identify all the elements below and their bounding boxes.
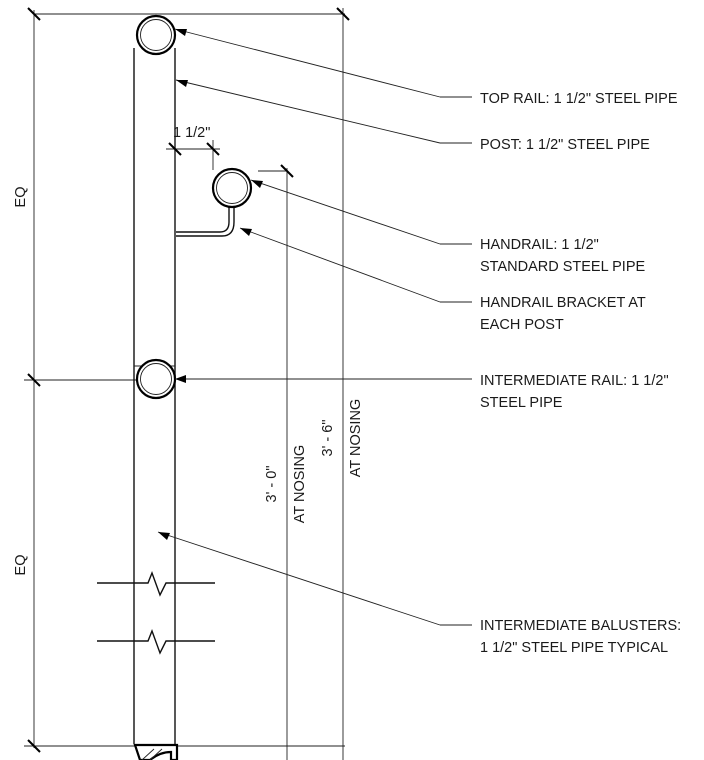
- balusters-leader: [157, 531, 441, 626]
- top-rail-pipe: [135, 14, 177, 56]
- eq-dimension: [24, 7, 345, 753]
- dimension-tick: [27, 739, 41, 753]
- dimension-tick: [336, 7, 350, 21]
- callout-landings: [440, 96, 472, 626]
- dimension-tick: [27, 373, 41, 387]
- leaders: [157, 28, 472, 626]
- handrail-bracket: [176, 206, 235, 237]
- dimension-tick: [280, 164, 294, 178]
- bracket-label-line1: HANDRAIL BRACKET AT: [480, 295, 646, 311]
- eq-top-label: EQ: [13, 187, 29, 208]
- arrowhead: [175, 29, 187, 36]
- nosing-hatch: [141, 748, 155, 760]
- eq-bottom-label: EQ: [13, 555, 29, 576]
- handrail-inner: [216, 172, 248, 204]
- post-leader: [175, 79, 441, 144]
- dimension-tick: [27, 7, 41, 21]
- callout-labels: TOP RAIL: 1 1/2" STEEL PIPE POST: 1 1/2"…: [480, 91, 681, 656]
- height-42-note: AT NOSING: [348, 399, 364, 477]
- bracket-inner: [176, 206, 230, 233]
- handrail-outer: [211, 167, 253, 209]
- arrowhead: [176, 80, 188, 87]
- top-rail-leader: [174, 28, 441, 98]
- handrail-pipe: [211, 167, 253, 209]
- arrowhead: [251, 180, 263, 188]
- intermediate-rail-outer: [135, 358, 177, 400]
- arrowhead: [158, 532, 170, 540]
- break-line: [97, 629, 215, 655]
- intermediate-rail-label-line2: STEEL PIPE: [480, 395, 563, 411]
- bracket-offset-label: 1 1/2": [173, 125, 210, 141]
- bracket-offset-dimension: 1 1/2": [166, 125, 220, 170]
- bracket-label-line2: EACH POST: [480, 317, 564, 333]
- handrail-leader: [250, 179, 441, 245]
- nosing-profile: [133, 743, 179, 760]
- break-lines: [97, 571, 215, 655]
- height-42-label: 3' - 6": [320, 420, 336, 457]
- dimension-tick: [206, 142, 220, 156]
- nosing-hatch: [149, 748, 163, 760]
- break-line: [97, 571, 215, 597]
- post-label: POST: 1 1/2" STEEL PIPE: [480, 137, 650, 153]
- top-rail-inner: [140, 19, 172, 51]
- dimension-tick: [168, 142, 182, 156]
- height-36-note: AT NOSING: [292, 445, 308, 523]
- height-36-label: 3' - 0": [264, 466, 280, 503]
- balusters-label-line2: 1 1/2" STEEL PIPE TYPICAL: [480, 640, 668, 656]
- bracket-leader: [239, 227, 441, 303]
- top-rail-outer: [135, 14, 177, 56]
- stair-nosing: [133, 743, 179, 760]
- handrail-label-line1: HANDRAIL: 1 1/2": [480, 237, 599, 253]
- height-dimensions: [258, 7, 350, 760]
- balusters-label-line1: INTERMEDIATE BALUSTERS:: [480, 618, 681, 634]
- intermediate-rail-inner: [140, 363, 172, 395]
- handrail-label-line2: STANDARD STEEL PIPE: [480, 259, 646, 275]
- rotated-dimension-labels: EQ EQ 3' - 0" AT NOSING 3' - 6" AT NOSIN…: [13, 187, 364, 576]
- intermediate-rail-label-line1: INTERMEDIATE RAIL: 1 1/2": [480, 373, 669, 389]
- bracket-outer: [176, 206, 235, 237]
- intermediate-rail-pipe: [135, 358, 177, 400]
- arrowhead: [240, 228, 252, 236]
- top-rail-label: TOP RAIL: 1 1/2" STEEL PIPE: [480, 91, 678, 107]
- arrowhead: [175, 375, 186, 383]
